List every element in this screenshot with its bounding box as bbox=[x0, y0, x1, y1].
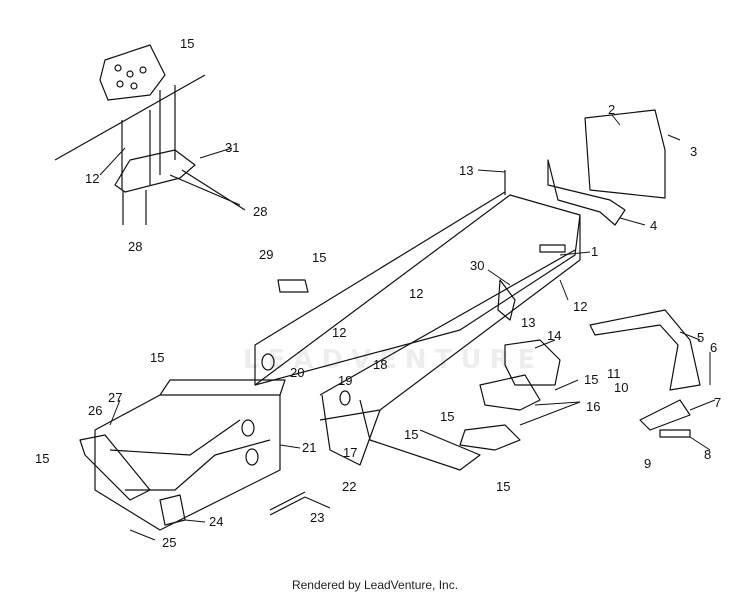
callout-label: 12 bbox=[332, 325, 347, 340]
callout-label: 28 bbox=[128, 239, 143, 254]
callout-label: 10 bbox=[614, 380, 629, 395]
callout-label: 19 bbox=[338, 373, 353, 388]
main-frame bbox=[254, 191, 581, 466]
callout-label: 27 bbox=[108, 390, 123, 405]
center-right-assembly bbox=[359, 339, 561, 471]
storage-tray bbox=[79, 379, 306, 531]
callout-label: 21 bbox=[302, 440, 317, 455]
callout-label: 8 bbox=[704, 447, 712, 462]
callout-label: 28 bbox=[253, 204, 268, 219]
callout-label: 29 bbox=[259, 247, 274, 262]
callout-label: 15 bbox=[440, 409, 455, 424]
callout-label: 26 bbox=[88, 403, 103, 418]
callout-label: 15 bbox=[404, 427, 419, 442]
callout-label: 30 bbox=[470, 258, 485, 273]
callout-label: 16 bbox=[586, 399, 601, 414]
callout-label: 6 bbox=[710, 340, 718, 355]
callout-label: 1 bbox=[591, 244, 599, 259]
callout-label: 24 bbox=[209, 514, 224, 529]
callout-label: 15 bbox=[150, 350, 165, 365]
callout-label: 3 bbox=[690, 144, 698, 159]
callout-label: 5 bbox=[697, 330, 705, 345]
callout-label: 22 bbox=[342, 479, 357, 494]
footer-credit: Rendered by LeadVenture, Inc. bbox=[291, 578, 459, 592]
callout-label: 12 bbox=[85, 171, 100, 186]
callout-label: 15 bbox=[312, 250, 327, 265]
callout-label: 17 bbox=[343, 445, 358, 460]
top-right-parts bbox=[504, 109, 666, 226]
callout-label: 13 bbox=[521, 315, 536, 330]
callout-label: 25 bbox=[162, 535, 177, 550]
callout-label: 11 bbox=[607, 366, 621, 381]
watermark: LEADVENTURE bbox=[243, 345, 544, 375]
callout-label: 9 bbox=[644, 456, 652, 471]
hitch-assembly bbox=[54, 44, 246, 225]
callout-label: 31 bbox=[225, 140, 240, 155]
callout-label: 12 bbox=[409, 286, 424, 301]
callout-label: 2 bbox=[608, 102, 616, 117]
callout-label: 7 bbox=[714, 395, 722, 410]
callout-label: 4 bbox=[650, 218, 658, 233]
callout-label: 15 bbox=[496, 479, 511, 494]
callout-label: 15 bbox=[584, 372, 599, 387]
callout-label: 20 bbox=[290, 365, 305, 380]
callout-label: 15 bbox=[180, 36, 195, 51]
callout-label: 18 bbox=[373, 357, 388, 372]
callout-label: 13 bbox=[459, 163, 474, 178]
callout-label: 12 bbox=[573, 299, 588, 314]
callout-label: 23 bbox=[310, 510, 325, 525]
callout-label: 14 bbox=[547, 328, 562, 343]
leader-lines bbox=[99, 114, 716, 541]
callout-label: 15 bbox=[35, 451, 50, 466]
